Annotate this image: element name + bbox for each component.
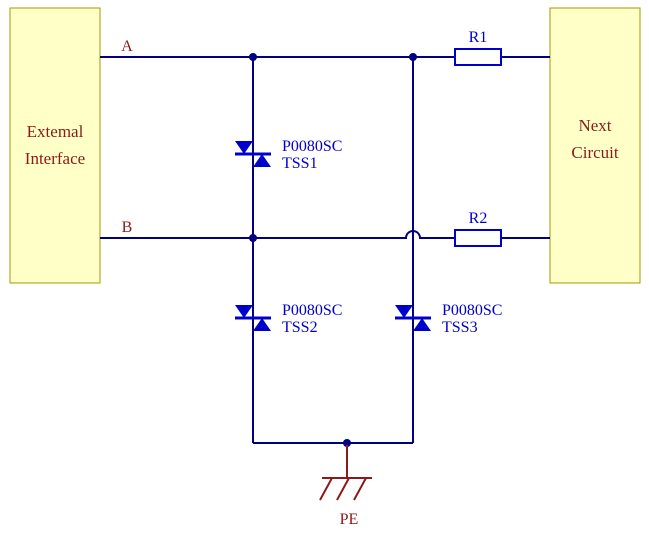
external-interface-block <box>9 7 101 284</box>
external-interface-label-line1: Extemal <box>27 122 84 141</box>
wire-line-b-left-with-hop <box>100 230 455 239</box>
tss2-part-label: P0080SC <box>282 302 342 319</box>
r1-label: R1 <box>469 29 488 46</box>
next-circuit-label-line1: Next <box>578 116 611 135</box>
junction-dot-a-tss1 <box>249 53 257 61</box>
tss1-ref-label: TSS1 <box>282 155 318 172</box>
net-label-pe: PE <box>340 511 359 528</box>
r2-body <box>454 229 502 247</box>
net-label-b: B <box>122 219 133 236</box>
junction-dot-ground-bus <box>343 439 351 447</box>
next-circuit-label-line2: Circuit <box>571 143 618 162</box>
net-label-a: A <box>121 38 133 55</box>
pe-ground-symbol <box>319 445 372 501</box>
tss2-ref-label: TSS2 <box>282 319 318 336</box>
tss3-ref-label: TSS3 <box>442 319 478 336</box>
r2-label: R2 <box>469 210 488 227</box>
junction-dot-b-tss1 <box>249 234 257 242</box>
tss1-part-label: P0080SC <box>282 138 342 155</box>
next-circuit-block <box>549 7 641 284</box>
external-interface-label-line2: Interface <box>25 149 85 168</box>
r1-body <box>454 48 502 66</box>
tss3-part-label: P0080SC <box>442 302 502 319</box>
junction-dot-a-tss3 <box>409 53 417 61</box>
